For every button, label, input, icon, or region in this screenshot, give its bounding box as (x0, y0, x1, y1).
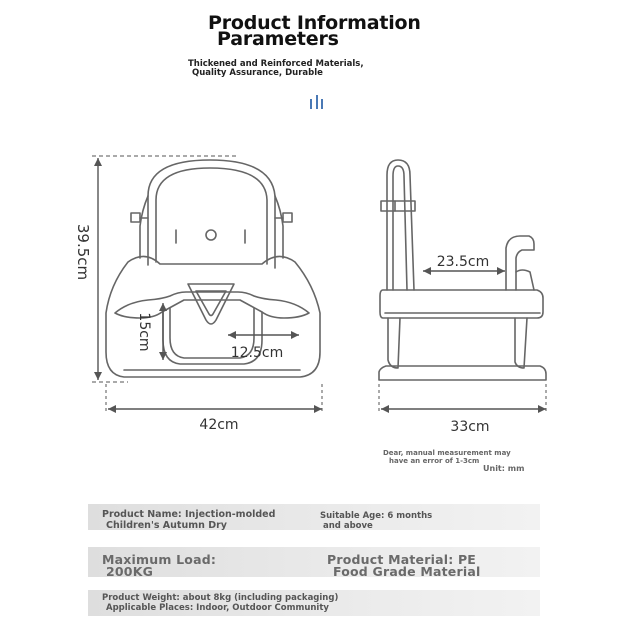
product-name-line-2: Children's Autumn Dry (106, 520, 227, 531)
product-material-value: Food Grade Material (333, 564, 481, 579)
measurement-note-line-2: have an error of 1-3cm (389, 457, 480, 465)
subtitle-line-2: Quality Assurance, Durable (192, 68, 323, 78)
dim-seat-depth: 15cm (136, 312, 152, 351)
subtitle-line-1: Thickened and Reinforced Materials, (188, 59, 364, 69)
dim-front-height: 39.5cm (74, 224, 92, 280)
title-line-1: Product Information (208, 12, 421, 34)
spec-band-3 (88, 590, 540, 616)
measurement-note-line-1: Dear, manual measurement may (383, 449, 511, 457)
spec-band-1 (88, 504, 540, 530)
dim-front-width: 42cm (199, 417, 238, 433)
side-view (378, 159, 547, 381)
unit-label: Unit: mm (483, 464, 525, 473)
max-load-value: 200KG (106, 564, 154, 579)
applicable-places: Applicable Places: Indoor, Outdoor Commu… (106, 603, 329, 613)
product-material-label: Product Material: PE (327, 552, 477, 567)
suitable-age-line-2: and above (323, 521, 373, 531)
dim-side-width: 33cm (450, 419, 489, 435)
front-view (105, 159, 321, 378)
spec-band-2 (88, 547, 540, 577)
dim-side-tray: 23.5cm (437, 254, 490, 270)
product-weight: Product Weight: about 8kg (including pac… (102, 593, 339, 603)
title-line-2: Parameters (217, 28, 339, 50)
bars-icon (309, 95, 325, 109)
suitable-age-line-1: Suitable Age: 6 months (320, 511, 433, 521)
max-load-label: Maximum Load: (102, 552, 217, 567)
product-name-line-1: Product Name: Injection-molded (102, 509, 276, 520)
dim-seat-width: 12.5cm (231, 345, 284, 361)
